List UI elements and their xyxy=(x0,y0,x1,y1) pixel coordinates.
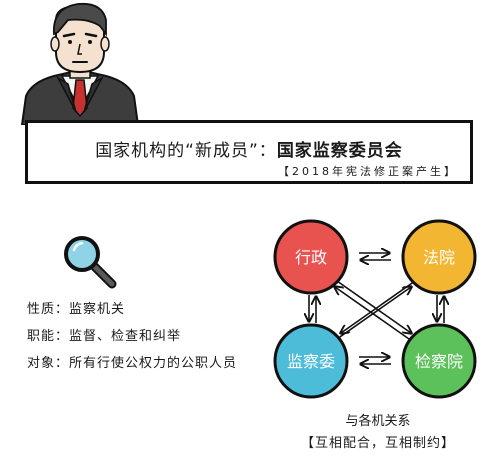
arrow-right xyxy=(437,295,444,323)
arrow-top xyxy=(359,253,391,260)
page-title: 国家机构的“新成员”：国家监察委员会 xyxy=(28,136,470,161)
node-procuratorate: 检察院 xyxy=(401,323,477,399)
arrow-cross xyxy=(335,280,416,340)
node-court-label: 法院 xyxy=(423,248,455,267)
node-court: 法院 xyxy=(401,219,477,295)
node-supervision: 监察委 xyxy=(273,323,349,399)
title-box: 国家机构的“新成员”：国家监察委员会 【2018年宪法修正案产生】 xyxy=(25,120,473,184)
info-target-value: 所有行使公权力的公职人员 xyxy=(69,356,238,371)
info-function-label: 职能： xyxy=(27,329,70,344)
title-prefix: 国家机构的“新成员”： xyxy=(95,141,277,161)
arrow-bottom xyxy=(359,357,391,364)
magnifier-icon xyxy=(64,236,117,289)
info-nature-value: 监察机关 xyxy=(69,302,126,317)
arrow-left xyxy=(309,295,316,323)
man-illustration-icon xyxy=(20,2,140,125)
node-supervision-label: 监察委 xyxy=(287,352,335,371)
info-nature-label: 性质： xyxy=(27,302,70,317)
info-function: 职能：监督、检查和纠举 xyxy=(27,325,181,344)
page-subtitle: 【2018年宪法修正案产生】 xyxy=(278,165,458,178)
info-target-label: 对象： xyxy=(27,356,70,371)
title-bold: 国家监察委员会 xyxy=(276,141,403,161)
info-function-value: 监督、检查和纠举 xyxy=(69,329,182,344)
diagram-caption: 与各机关系 xyxy=(345,414,411,429)
node-procuratorate-label: 检察院 xyxy=(415,352,463,371)
node-executive-label: 行政 xyxy=(295,248,327,267)
info-nature: 性质：监察机关 xyxy=(27,298,125,317)
diagram-caption-sub: 【互相配合，互相制约】 xyxy=(300,436,455,451)
info-target: 对象：所有行使公权力的公职人员 xyxy=(27,352,237,371)
relationship-diagram: 行政 法院 监察委 检察院 xyxy=(273,219,477,399)
node-executive: 行政 xyxy=(273,219,349,295)
